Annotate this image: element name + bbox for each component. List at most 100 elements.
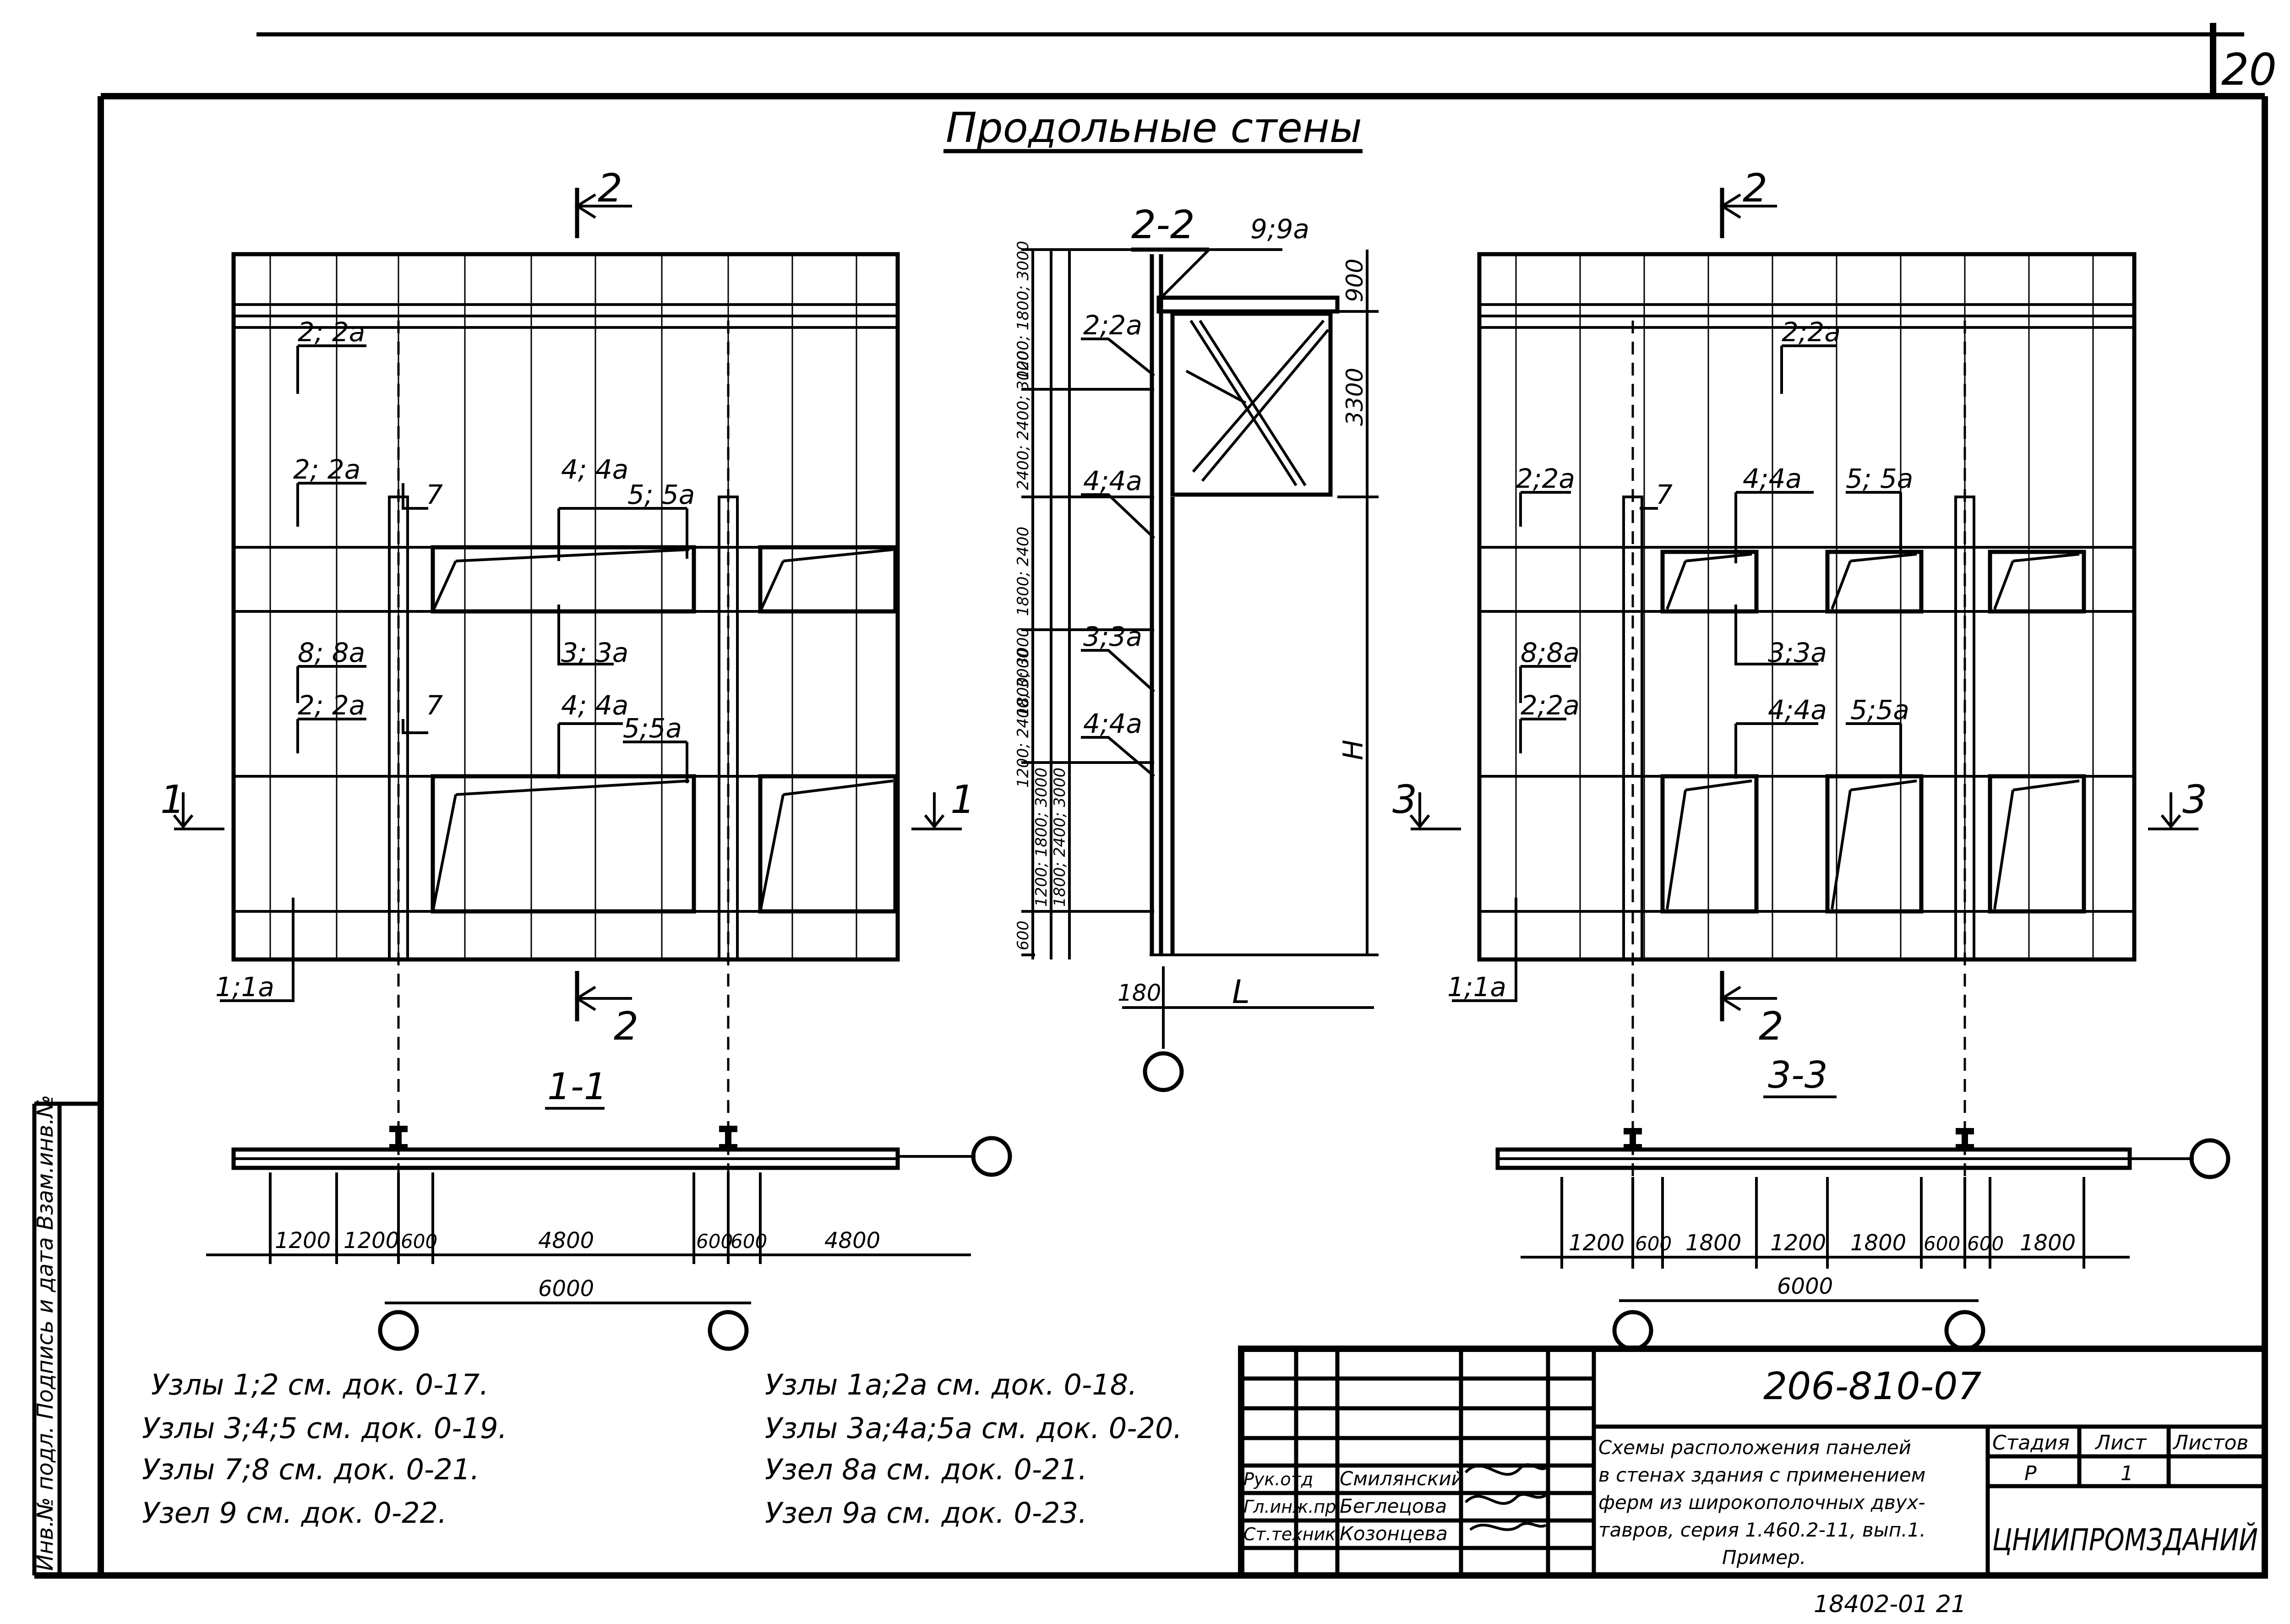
- document-code: 206-810-07: [1763, 1365, 1982, 1408]
- cut-3-right: 3: [2182, 777, 2207, 823]
- right-elevation: [1409, 188, 2198, 1191]
- axis-bubble-3-3-a: [1612, 1310, 1653, 1351]
- p11-dim-5: 600: [696, 1230, 733, 1253]
- dim-3300: 3300: [1341, 368, 1368, 426]
- section-2-2-labels: 2-2 9;9а 2;2а 4;4а 3;3а 4;4а 900 3300 Н …: [1014, 202, 1369, 1011]
- inventory-stamp: Инв.№ подл. Подпись и дата Взам.инв.№: [33, 1095, 58, 1571]
- p11-dim-4: 4800: [538, 1228, 594, 1253]
- p33-dim-1: 1200: [1569, 1230, 1625, 1256]
- r-callout-4-4a-bottom: 4;4а: [1768, 694, 1827, 725]
- plan-1-1-labels: 1-1 1200 1200 600 4800 600 600 4800 6000: [275, 1065, 880, 1302]
- window-bottom-2: [758, 774, 898, 914]
- r-callout-2-2a-bottom: 2;2а: [1521, 690, 1580, 721]
- dim-900: 900: [1341, 259, 1368, 302]
- sheet-header: Лист: [2094, 1431, 2147, 1455]
- dim-left-5: 1200; 2400; 3000: [1014, 649, 1032, 788]
- r-callout-5-5a-top: 5; 5а: [1846, 463, 1913, 494]
- p11-dim-7: 4800: [824, 1228, 880, 1253]
- right-wall-outline: [1477, 252, 2137, 962]
- callout-9-9a: 9;9а: [1250, 213, 1309, 245]
- note-right-3: Узел 8а см. док. 0-21.: [765, 1453, 1087, 1486]
- p33-dim-5: 1800: [1850, 1230, 1906, 1256]
- dim-left-8: 600: [1014, 921, 1032, 950]
- note-right-2: Узлы 3а;4а;5а см. док. 0-20.: [765, 1411, 1182, 1445]
- callout-2-2a-bottom: 2; 2а: [298, 690, 365, 721]
- description-line-1: Схемы расположения панелей: [1598, 1436, 1911, 1459]
- r-callout-2-2a-top: 2;2а: [1782, 316, 1841, 348]
- notes-right: Узлы 1а;2а см. док. 0-18. Узлы 3а;4а;5а …: [765, 1368, 1182, 1530]
- axis-bubble-1-1-b: [708, 1310, 749, 1351]
- section-2-2: [1021, 247, 1379, 1092]
- dim-left-2: 2400; 2400; 3000: [1014, 351, 1032, 490]
- signature-2: [1464, 1493, 1547, 1505]
- truss-frame: [1170, 311, 1333, 497]
- name-2: Беглецова: [1340, 1495, 1447, 1517]
- window-top-2: [758, 545, 898, 614]
- left-wall-outline: [231, 252, 900, 962]
- callout-3-3a-sec: 3;3а: [1083, 621, 1142, 652]
- description-line-3: ферм из широкополочных двух-: [1598, 1491, 1925, 1514]
- plan-1-1-title: 1-1: [547, 1065, 607, 1108]
- cut-2-top-left: 2: [598, 166, 622, 211]
- bottom-number: 18402-01 21: [1814, 1591, 1966, 1618]
- left-grid-verticals: [269, 254, 857, 959]
- title-block-text: 206-810-07 Рук.отд Гл.инж.пр Ст.техник С…: [1243, 1365, 2258, 1618]
- dim-left-6: 1200; 1800; 3000: [1032, 768, 1051, 907]
- cut-1-right: 1: [950, 777, 975, 823]
- callout-5-5a-bottom: 5;5а: [623, 713, 682, 744]
- dim-left-4: 1800; 3000: [1014, 627, 1032, 717]
- p33-dim-3: 1800: [1685, 1230, 1741, 1256]
- notes-left: Узлы 1;2 см. док. 0-17. Узлы 3;4;5 см. д…: [142, 1368, 507, 1530]
- callout-2-2a-mid: 2; 2а: [293, 454, 360, 485]
- right-elevation-labels: 2 2 3 3 2;2а 2;2а 7 4;4а 5; 5а 8;8а 3;3а…: [1392, 166, 2207, 1049]
- p33-total: 6000: [1777, 1274, 1833, 1299]
- organization-name: ЦНИИПРОМЗДАНИЙ: [1992, 1522, 2258, 1558]
- dim-left-3: 1800; 2400: [1014, 527, 1032, 616]
- plan-3-3-labels: 3-3 1200 600 1800 1200 1800 600 600 1800…: [1569, 1054, 2076, 1299]
- r-callout-8-8a: 8;8а: [1521, 637, 1580, 668]
- description-line-2: в стенах здания с применением: [1598, 1464, 1925, 1486]
- axis-bubble-3-3-b: [1944, 1310, 1985, 1351]
- callout-2-2a-top: 2; 2а: [298, 316, 365, 348]
- axis-bubble-2-2: [1143, 1051, 1184, 1092]
- callout-4-4a-sec-bottom: 4;4а: [1083, 708, 1142, 739]
- r-callout-1-1a: 1;1а: [1447, 971, 1506, 1003]
- stage-value: Р: [2024, 1462, 2037, 1485]
- callout-7-top: 7: [426, 479, 443, 510]
- role-2: Гл.инж.пр: [1243, 1497, 1336, 1517]
- cut-1-left: 1: [160, 777, 185, 823]
- p33-dim-6: 600: [1924, 1232, 1960, 1255]
- note-left-4: Узел 9 см. док. 0-22.: [142, 1496, 447, 1530]
- sheets-header: Листов: [2172, 1431, 2248, 1455]
- callout-5-5a-top: 5; 5а: [627, 479, 695, 510]
- sheet-value: 1: [2121, 1462, 2133, 1485]
- callout-2-2a-sec: 2;2а: [1083, 310, 1142, 341]
- p11-dim-3: 600: [401, 1230, 437, 1253]
- truss-top-chord: [1156, 295, 1340, 314]
- r-callout-7: 7: [1656, 479, 1673, 510]
- p33-dim-7: 600: [1967, 1232, 2004, 1255]
- r-window-top-2: [1825, 550, 1924, 614]
- p11-dim-2: 1200: [344, 1228, 399, 1253]
- callout-8-8a: 8; 8а: [298, 637, 365, 668]
- title-block-frame: [1238, 1346, 2268, 1579]
- signature-3: [1469, 1522, 1547, 1531]
- p33-dim-4: 1200: [1770, 1230, 1826, 1256]
- axis-bubble-1-1-a: [378, 1310, 419, 1351]
- p11-dim-1: 1200: [275, 1228, 331, 1253]
- description-line-5: Пример.: [1722, 1546, 1806, 1569]
- dim-left-1: 1200; 1800; 3000: [1014, 241, 1032, 380]
- note-right-1: Узлы 1а;2а см. док. 0-18.: [765, 1368, 1137, 1401]
- callout-4-4a-top: 4; 4а: [561, 454, 628, 485]
- callout-4-4a-bottom: 4; 4а: [561, 690, 628, 721]
- note-right-4: Узел 9а см. док. 0-23.: [765, 1496, 1087, 1530]
- title-block: [1238, 1346, 2268, 1579]
- r-window-top-1: [1660, 550, 1759, 614]
- r-callout-4-4a-top: 4;4а: [1743, 463, 1802, 494]
- p11-dim-6: 600: [731, 1230, 767, 1253]
- role-3: Ст.техник: [1243, 1524, 1336, 1544]
- r-window-bottom-3: [1988, 774, 2086, 914]
- description-line-4: тавров, серия 1.460.2-11, вып.1.: [1598, 1519, 1926, 1541]
- window-bottom-1: [431, 774, 696, 914]
